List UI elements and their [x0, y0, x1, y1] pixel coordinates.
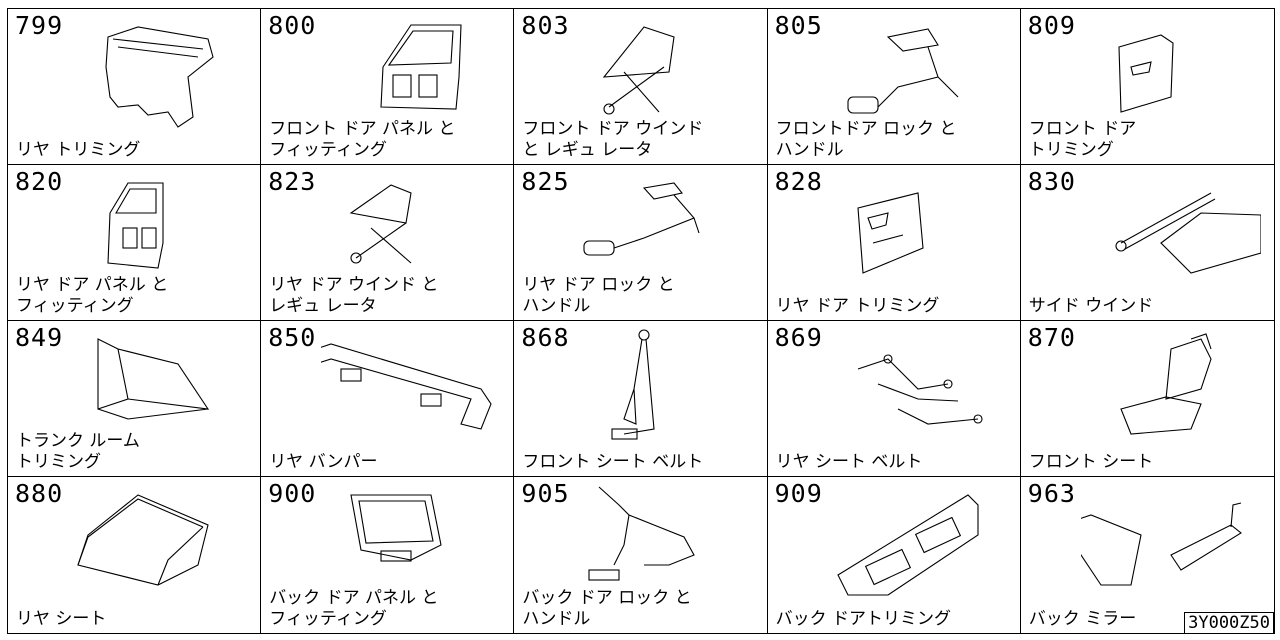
- part-number: 825: [521, 167, 570, 196]
- part-cell[interactable]: 850 リヤ バンパー: [261, 321, 515, 477]
- part-number: 849: [15, 323, 64, 352]
- part-number: 963: [1027, 479, 1076, 508]
- trunk-room-trim-icon: [97, 338, 210, 420]
- rear-door-trim-icon: [857, 192, 924, 274]
- part-number: 905: [521, 479, 570, 508]
- part-cell[interactable]: 803 フロント ドア ウインド と レギュ レータ: [514, 9, 768, 165]
- back-door-panel-icon: [350, 494, 442, 562]
- part-number: 800: [268, 11, 317, 40]
- part-number: 909: [774, 479, 823, 508]
- part-label: バック ドア パネル と フィッティング: [269, 588, 439, 629]
- part-cell[interactable]: 828 リヤ ドア トリミング: [767, 165, 1021, 321]
- part-number: 870: [1027, 323, 1076, 352]
- part-number: 820: [15, 167, 64, 196]
- part-cell[interactable]: 823 リヤ ドア ウインド と レギュ レータ: [261, 165, 515, 321]
- front-seat-icon: [1120, 333, 1212, 435]
- part-cell[interactable]: 799 リヤ トリミング: [8, 9, 262, 165]
- part-cell[interactable]: 909 バック ドアトリミング: [768, 477, 1021, 633]
- part-cell[interactable]: 849 トランク ルーム トリミング: [8, 321, 262, 477]
- front-seat-belt-icon: [611, 329, 655, 440]
- part-label: フロント ドア パネル と フィッティング: [269, 119, 456, 160]
- part-cell[interactable]: 820 リヤ ドア パネル と フィッティング: [8, 165, 262, 321]
- back-door-lock-handle-icon: [588, 486, 696, 581]
- diagram-code-label: 3Y000Z50: [1184, 612, 1274, 634]
- rear-door-window-regulator-icon: [349, 184, 412, 264]
- part-cell[interactable]: 809 フロント ドア トリミング: [1020, 9, 1274, 165]
- part-cell[interactable]: 900 バック ドア パネル と フィッティング: [261, 477, 515, 633]
- part-label: フロント シート ベルト: [522, 452, 704, 472]
- rear-view-mirror-icon: [1080, 502, 1242, 586]
- part-cell[interactable]: 868 フロント シート ベルト: [514, 321, 768, 477]
- part-cell[interactable]: 800 フロント ドア パネル と フィッティング: [261, 9, 515, 165]
- part-label: トランク ルーム トリミング: [16, 431, 140, 472]
- part-number: 880: [15, 479, 64, 508]
- part-cell[interactable]: 830 サイド ウインド: [1020, 165, 1274, 321]
- part-label: リヤ トリミング: [16, 140, 141, 160]
- part-label: リヤ シート: [16, 609, 107, 629]
- part-number: 850: [268, 323, 317, 352]
- part-cell[interactable]: 825 リヤ ドア ロック と ハンドル: [514, 165, 768, 321]
- part-label: リヤ ドア パネル と フィッティング: [16, 275, 169, 316]
- part-label: リヤ ドア ロック と ハンドル: [522, 275, 675, 316]
- part-number: 809: [1027, 11, 1076, 40]
- front-door-lock-handle-icon: [847, 28, 958, 114]
- part-label: フロント ドア ウインド と レギュ レータ: [522, 119, 704, 160]
- part-label: リヤ ドア トリミング: [775, 296, 940, 316]
- part-number: 799: [15, 11, 64, 40]
- part-cell[interactable]: 963 バック ミラー: [1021, 477, 1274, 633]
- rear-trim-panel-icon: [105, 26, 214, 128]
- part-label: リヤ バンパー: [269, 452, 378, 472]
- rear-seat-icon: [77, 494, 209, 586]
- part-number: 828: [774, 167, 823, 196]
- rear-seat-belt-icon: [857, 354, 983, 425]
- part-number: 869: [774, 323, 823, 352]
- parts-index-grid: 799 リヤ トリミング 800 フロント ドア パネル と フィッティング 8…: [7, 8, 1275, 634]
- rear-door-lock-handle-icon: [583, 182, 700, 256]
- part-label: リヤ シート ベルト: [775, 452, 923, 472]
- rear-bumper-icon: [321, 343, 492, 430]
- part-label: サイド ウインド: [1028, 296, 1154, 316]
- part-number: 868: [521, 323, 570, 352]
- part-label: バック ミラー: [1028, 609, 1137, 629]
- rear-door-panel-icon: [107, 182, 164, 269]
- part-number: 823: [268, 167, 317, 196]
- part-number: 805: [774, 11, 823, 40]
- part-label: バック ドアトリミング: [775, 609, 951, 629]
- part-number: 803: [521, 11, 570, 40]
- part-label: フロント シート: [1028, 452, 1154, 472]
- part-label: リヤ ドア ウインド と レギュ レータ: [269, 275, 439, 316]
- part-label: バック ドア ロック と ハンドル: [522, 588, 692, 629]
- part-cell[interactable]: 880 リヤ シート: [8, 477, 262, 633]
- front-door-window-regulator-icon: [603, 26, 676, 115]
- part-number: 900: [268, 479, 317, 508]
- part-cell[interactable]: 870 フロント シート: [1020, 321, 1274, 477]
- front-door-panel-icon: [380, 24, 462, 110]
- side-window-icon: [1115, 192, 1261, 274]
- part-label: フロント ドア トリミング: [1028, 119, 1137, 160]
- back-door-trim-icon: [836, 494, 979, 596]
- part-number: 830: [1027, 167, 1076, 196]
- part-cell[interactable]: 905 バック ドア ロック と ハンドル: [514, 477, 768, 633]
- part-cell[interactable]: 805 フロントドア ロック と ハンドル: [767, 9, 1021, 165]
- part-label: フロントドア ロック と ハンドル: [775, 119, 957, 160]
- part-cell[interactable]: 869 リヤ シート ベルト: [767, 321, 1021, 477]
- front-door-trim-icon: [1118, 34, 1174, 113]
